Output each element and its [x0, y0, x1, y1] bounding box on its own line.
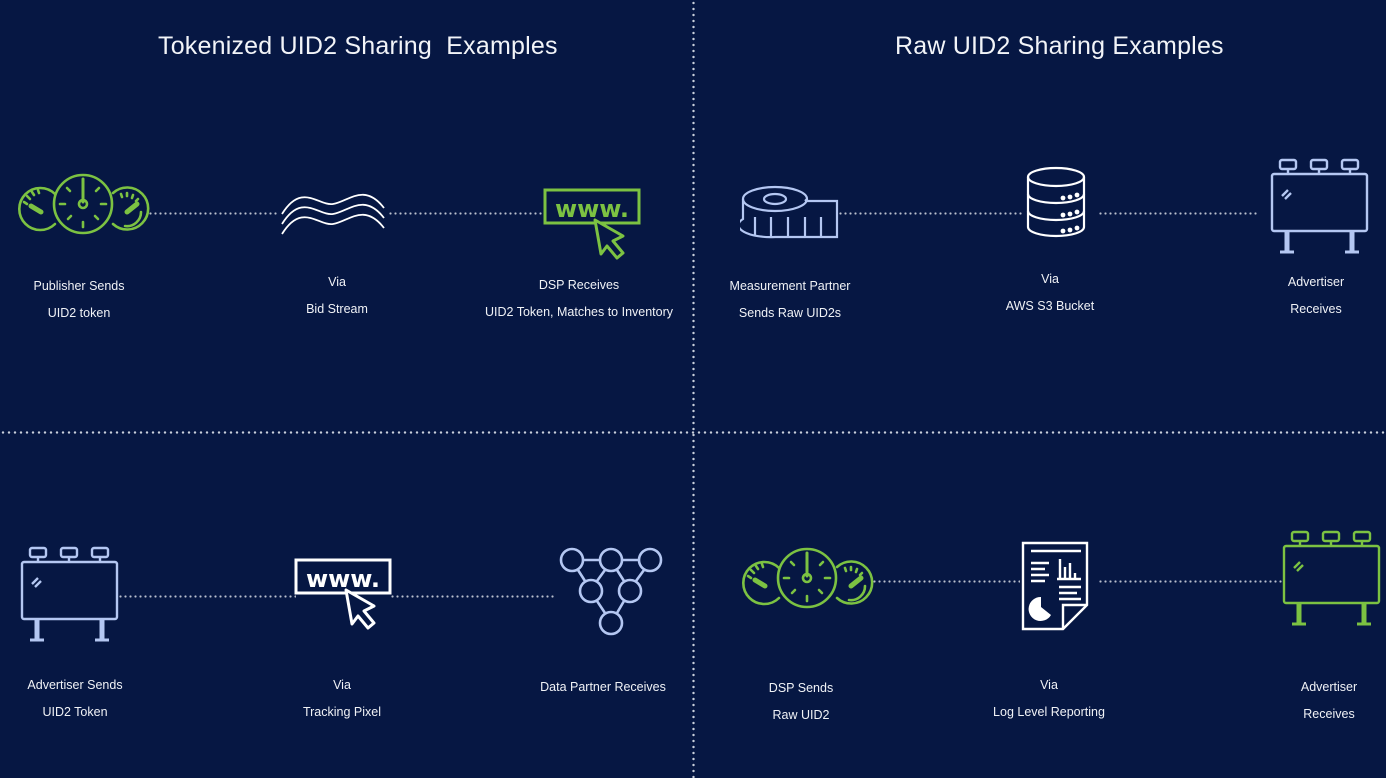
step-label: Via Bid Stream	[306, 275, 368, 316]
step-label: DSP Receives UID2 Token, Matches to Inve…	[484, 278, 674, 319]
step-label: Via Tracking Pixel	[302, 678, 382, 719]
step-label: Advertiser Sends UID2 Token	[27, 678, 123, 719]
dashboard-gauges-icon	[742, 547, 874, 609]
step-label: DSP Sends Raw UID2	[768, 681, 834, 722]
www-cursor-icon: www.	[294, 558, 392, 630]
step-label: Data Partner Receives	[540, 680, 666, 694]
section-title-raw: Raw UID2 Sharing Examples	[895, 32, 1224, 60]
step-label: Publisher Sends UID2 token	[33, 279, 125, 320]
svg-text:www.: www.	[555, 195, 629, 223]
tape-measure-icon	[740, 185, 839, 239]
step-label: Via AWS S3 Bucket	[1005, 272, 1095, 313]
connector-line	[872, 580, 1020, 583]
report-document-icon	[1021, 541, 1089, 631]
billboard-icon	[1282, 530, 1381, 626]
connector-line	[390, 595, 556, 598]
waves-icon	[281, 194, 385, 235]
connector-line	[838, 212, 1022, 215]
section-title-tokenized: Tokenized UID2 Sharing Examples	[158, 32, 558, 60]
svg-text:www.: www.	[306, 565, 380, 593]
step-label: Advertiser Receives	[1287, 275, 1345, 316]
connector-line	[388, 212, 543, 215]
connector-line	[118, 595, 296, 598]
step-label: Via Log Level Reporting	[993, 678, 1105, 719]
database-icon	[1026, 166, 1086, 238]
horizontal-divider	[0, 431, 1386, 434]
www-cursor-icon: www.	[543, 188, 641, 260]
vertical-divider	[692, 0, 695, 778]
network-nodes-icon	[559, 547, 663, 636]
connector-line	[1098, 212, 1258, 215]
connector-line	[1098, 580, 1282, 583]
step-label: Measurement Partner Sends Raw UID2s	[729, 279, 851, 320]
connector-line	[148, 212, 278, 215]
billboard-icon	[20, 546, 119, 642]
dashboard-gauges-icon	[18, 173, 150, 235]
billboard-icon	[1270, 158, 1369, 254]
step-label: Advertiser Receives	[1300, 680, 1358, 721]
